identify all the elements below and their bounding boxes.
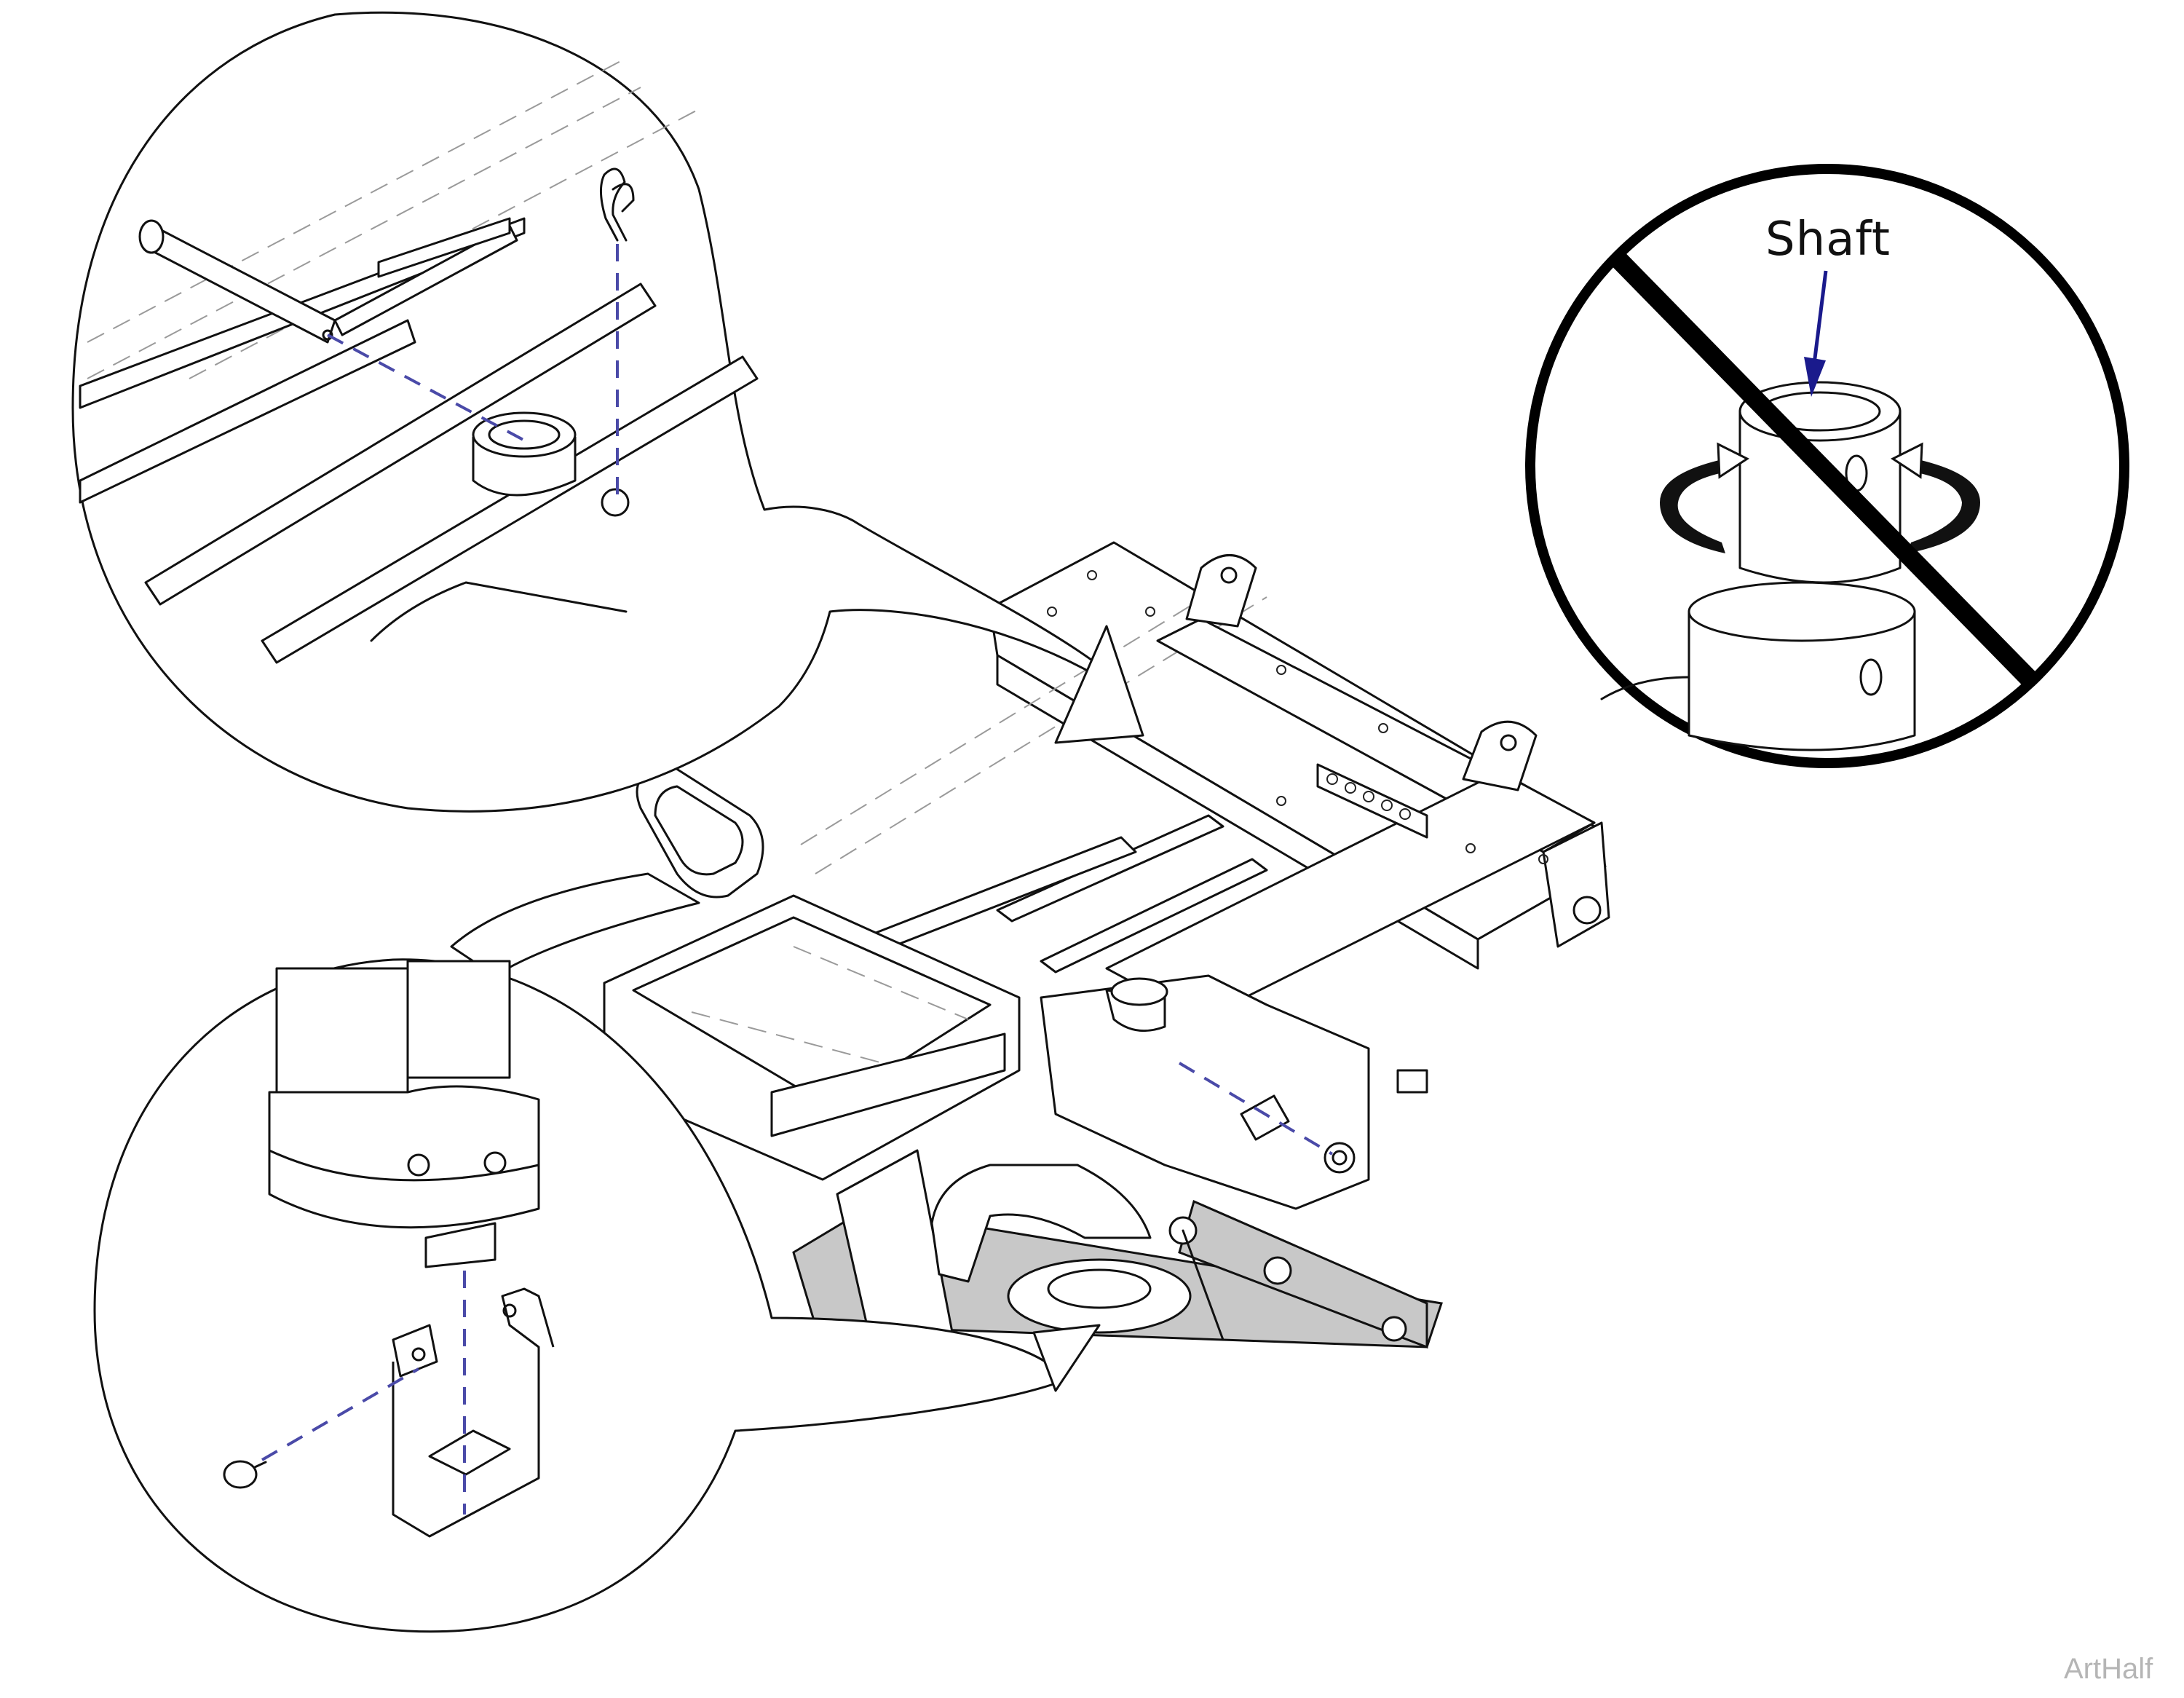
main-assembly [450, 541, 1610, 1356]
shaft-pointer-arrow [1804, 270, 1828, 397]
seat-pan [603, 894, 1021, 1181]
hole-strip [1316, 763, 1428, 839]
u-bracket [392, 1222, 555, 1538]
rocker-bracket [930, 1164, 1224, 1341]
callout-pointer-arrow [1054, 625, 1144, 744]
shaft-label: Shaft [1765, 213, 1891, 266]
pin-socket [472, 411, 577, 497]
screw [223, 1460, 267, 1489]
detail-callout-pin [71, 11, 1115, 813]
detail-callout-bracket [93, 958, 1101, 1633]
handle-arm [450, 763, 764, 977]
motor-block [1040, 974, 1428, 1210]
watermark-text: ArtHalf [2064, 1653, 2153, 1685]
rotation-arrow-icon [1660, 442, 1980, 553]
prohibition-slash [1610, 251, 2038, 688]
pivot-pin [138, 219, 336, 344]
prohibition-callout [1525, 164, 2129, 768]
hitch-pin-clip [600, 167, 635, 242]
actuator-tube [268, 960, 540, 1229]
